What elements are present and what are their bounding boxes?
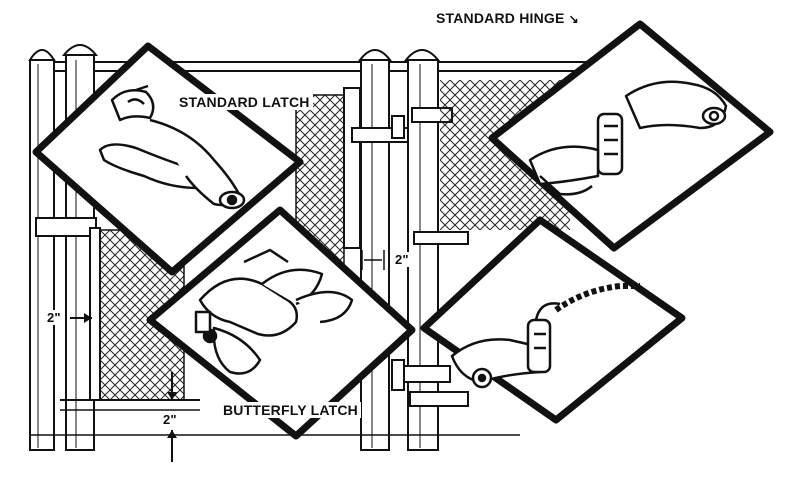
standard-hinge-label-text: STANDARD HINGE [436, 10, 565, 26]
gate-gap-dimension: 2" [392, 252, 412, 267]
latch-post [357, 49, 393, 451]
standard-hinge-icon [528, 80, 728, 196]
standard-hinge-inset [488, 20, 774, 252]
butterfly-latch-inset [146, 206, 416, 440]
dimension-gate-gap [361, 250, 385, 270]
hinge-closeup-inset [420, 216, 686, 424]
butterfly-latch-label: BUTTERFLY LATCH [220, 402, 361, 418]
bottom-hinge-hardware [391, 359, 469, 407]
standard-hinge-label: STANDARD HINGE ↘ [436, 10, 579, 26]
standard-latch-inset [32, 42, 304, 276]
standard-latch-icon [98, 84, 246, 210]
hinge-arrow-icon: ↘ [568, 12, 579, 26]
dimension-left-gap [70, 313, 92, 323]
standard-latch-label: STANDARD LATCH [176, 94, 313, 110]
hinge-closeup-icon [450, 283, 640, 389]
left-gap-dimension: 2" [44, 310, 64, 325]
hinge-post [403, 49, 441, 451]
butterfly-latch-icon [194, 248, 354, 375]
bottom-gap-dimension: 2" [160, 412, 180, 427]
dimension-bottom-gap [167, 372, 177, 462]
left-fence-post [28, 49, 56, 451]
